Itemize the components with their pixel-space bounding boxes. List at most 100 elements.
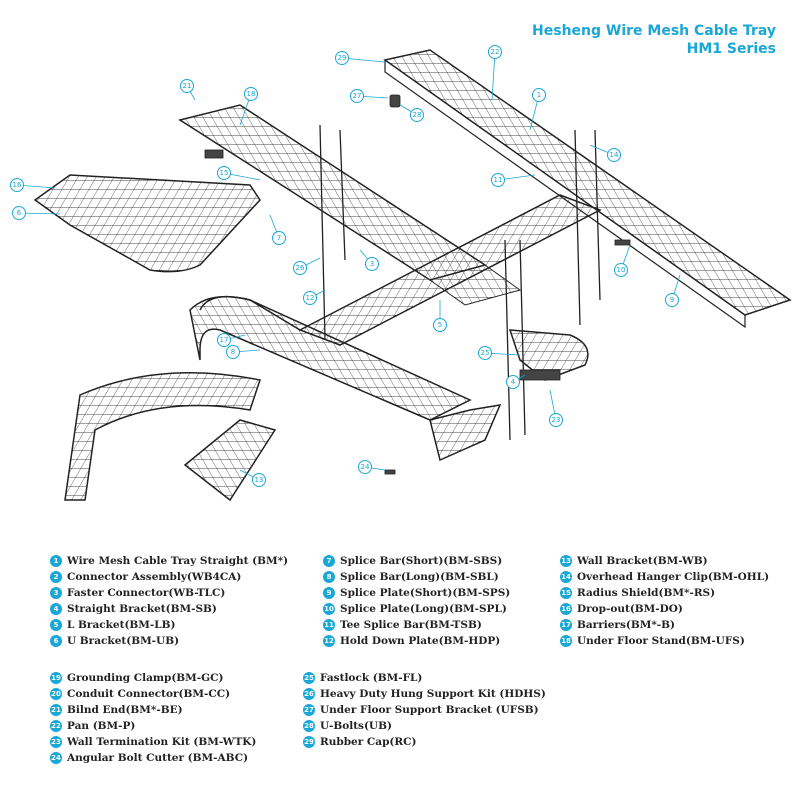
svg-text:8: 8 xyxy=(231,348,235,356)
callout-number-icon: 3 xyxy=(50,587,62,599)
hanger-rods xyxy=(319,124,601,441)
callout-number-icon: 11 xyxy=(323,619,335,631)
callout-number-icon: 9 xyxy=(323,587,335,599)
callout-7: 7 xyxy=(272,231,286,245)
callout-29: 29 xyxy=(335,51,349,65)
callout-27: 27 xyxy=(350,89,364,103)
cable-tray-diagram: 1223456789101112131415161718212324252627… xyxy=(10,45,792,502)
callout-number-icon: 2 xyxy=(50,571,62,583)
callout-number-icon: 4 xyxy=(50,603,62,615)
callout-number-icon: 8 xyxy=(323,571,335,583)
svg-text:29: 29 xyxy=(338,54,347,62)
callout-24: 24 xyxy=(358,460,372,474)
callout-15: 15 xyxy=(217,166,231,180)
callout-9: 9 xyxy=(665,293,679,307)
callout-4: 4 xyxy=(506,375,520,389)
svg-text:11: 11 xyxy=(494,176,503,184)
tray-end-right xyxy=(429,404,502,462)
callout-18: 18 xyxy=(244,87,258,101)
callout-number-icon: 18 xyxy=(560,635,572,647)
svg-text:24: 24 xyxy=(361,463,370,471)
callout-8: 8 xyxy=(226,345,240,359)
svg-text:23: 23 xyxy=(552,416,561,424)
callout-number-icon: 19 xyxy=(50,672,62,684)
callout-6: 6 xyxy=(12,206,26,220)
tray-upper-left-branch xyxy=(33,174,261,273)
svg-text:6: 6 xyxy=(17,209,22,217)
callout-number-icon: 5 xyxy=(50,619,62,631)
callout-number-icon: 21 xyxy=(50,704,62,716)
callout-number-icon: 14 xyxy=(560,571,572,583)
svg-text:5: 5 xyxy=(438,321,442,329)
callout-22: 22 xyxy=(488,45,502,59)
callout-12: 12 xyxy=(303,291,317,305)
callout-number-icon: 23 xyxy=(50,736,62,748)
callout-number-icon: 12 xyxy=(323,635,335,647)
svg-text:14: 14 xyxy=(610,151,619,159)
svg-text:17: 17 xyxy=(220,336,229,344)
callout-number-icon: 17 xyxy=(560,619,572,631)
callout-number-icon: 26 xyxy=(303,688,315,700)
svg-text:25: 25 xyxy=(481,349,490,357)
tray-drop-middle xyxy=(183,419,277,502)
callout-number-icon: 22 xyxy=(50,720,62,732)
callout-26: 26 xyxy=(293,261,307,275)
callout-number-icon: 13 xyxy=(560,555,572,567)
tray-drop-left xyxy=(64,371,261,501)
callout-number-icon: 27 xyxy=(303,704,315,716)
svg-text:15: 15 xyxy=(220,169,229,177)
svg-text:26: 26 xyxy=(296,264,305,272)
callout-number-icon: 10 xyxy=(323,603,335,615)
svg-text:4: 4 xyxy=(511,378,516,386)
svg-text:3: 3 xyxy=(370,260,374,268)
svg-text:28: 28 xyxy=(413,111,422,119)
callout-number-icon: 24 xyxy=(50,752,62,764)
callout-3: 3 xyxy=(365,257,379,271)
callout-number-icon: 6 xyxy=(50,635,62,647)
callout-1: 1 xyxy=(532,88,546,102)
callout-number-icon: 20 xyxy=(50,688,62,700)
svg-text:1: 1 xyxy=(537,91,541,99)
callout-number-icon: 16 xyxy=(560,603,572,615)
callout-21: 21 xyxy=(180,79,194,93)
callout-23: 23 xyxy=(549,413,563,427)
svg-text:22: 22 xyxy=(491,48,500,56)
callout-5: 5 xyxy=(433,318,447,332)
svg-text:13: 13 xyxy=(255,476,264,484)
svg-text:9: 9 xyxy=(670,296,674,304)
svg-text:18: 18 xyxy=(247,90,256,98)
callout-17: 17 xyxy=(217,333,231,347)
brackets xyxy=(204,94,631,475)
callout-16: 16 xyxy=(10,178,24,192)
callout-number-icon: 29 xyxy=(303,736,315,748)
callout-13: 13 xyxy=(252,473,266,487)
svg-text:21: 21 xyxy=(183,82,192,90)
svg-text:7: 7 xyxy=(277,234,281,242)
svg-text:27: 27 xyxy=(353,92,362,100)
